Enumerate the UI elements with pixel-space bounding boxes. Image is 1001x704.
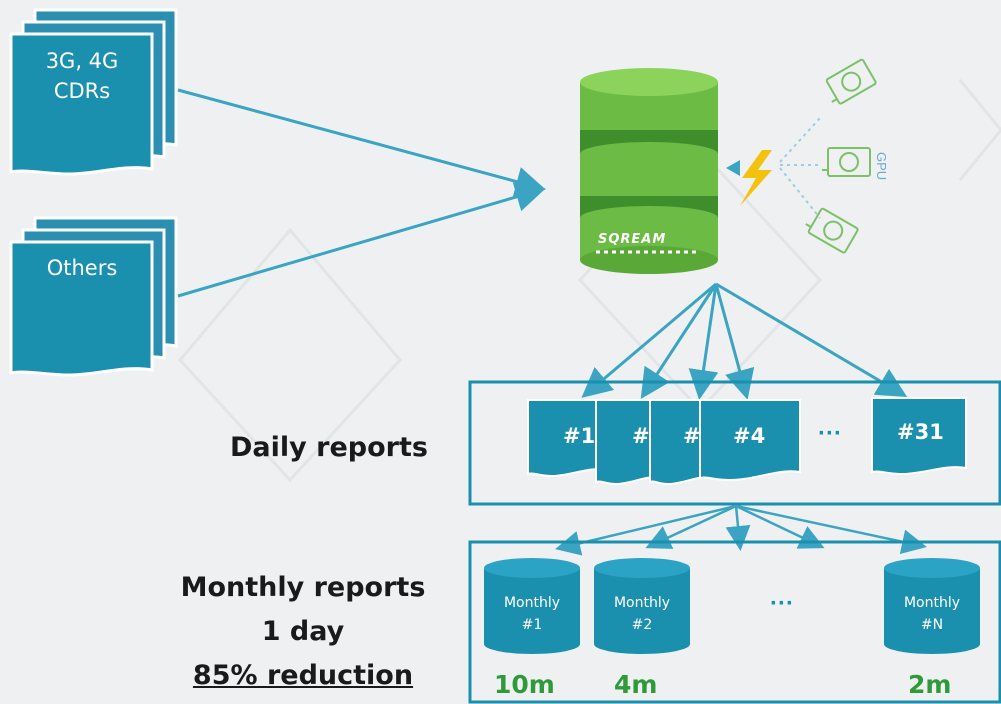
bolt-arrow-icon	[726, 160, 740, 176]
cdrs-label-line1: 3G, 4G	[45, 49, 119, 73]
monthly-reports-box	[468, 540, 1001, 704]
database-icon	[580, 68, 718, 274]
monthly-cylinder-2-number: #2	[631, 617, 653, 633]
daily-ellipsis: ···	[818, 420, 842, 447]
cdrs-label-line2: CDRs	[53, 79, 111, 103]
daily-reports-label: Daily reports	[230, 432, 428, 463]
daily-doc-31: #31	[897, 420, 944, 444]
cdrs-doc-stack-icon	[9, 8, 178, 176]
monthly-cylinder-1-number: #1	[521, 617, 543, 633]
monthly-cylinder-icons	[484, 558, 980, 654]
monthly-time-2: 4m	[614, 670, 658, 699]
monthly-cylinder-1-label: Monthly	[503, 595, 561, 611]
monthly-time-1: 10m	[494, 670, 555, 699]
daily-doc-1: #1	[563, 424, 596, 448]
gpu-card-icon	[805, 58, 877, 254]
monthly-reduction-label: 85% reduction	[192, 660, 414, 691]
monthly-reports-label: Monthly reports	[180, 572, 426, 603]
daily-reports-box	[468, 380, 1001, 506]
others-doc-stack-icon	[9, 216, 178, 377]
ingest-arrows	[177, 88, 546, 298]
monthly-cylinder-2-label: Monthly	[613, 595, 671, 611]
others-label: Others	[46, 256, 118, 280]
daily-doc-4: #4	[733, 424, 766, 448]
monthly-duration-label: 1 day	[261, 616, 345, 647]
gpu-links	[779, 117, 822, 219]
monthly-cylinder-n-number: #N	[920, 617, 944, 633]
daily-doc-2: #	[632, 424, 650, 448]
daily-doc-icons	[527, 397, 967, 486]
monthly-fanout-arrows	[555, 504, 927, 556]
daily-doc-3: #	[683, 424, 701, 448]
database-brand: SQREAM	[598, 232, 667, 247]
gpu-label: GPU	[874, 152, 889, 181]
monthly-cylinder-n-label: Monthly	[903, 595, 961, 611]
daily-fanout-arrows	[581, 282, 908, 400]
monthly-ellipsis: ···	[770, 590, 794, 617]
lightning-bolt-icon	[740, 150, 772, 206]
monthly-time-n: 2m	[908, 670, 952, 699]
